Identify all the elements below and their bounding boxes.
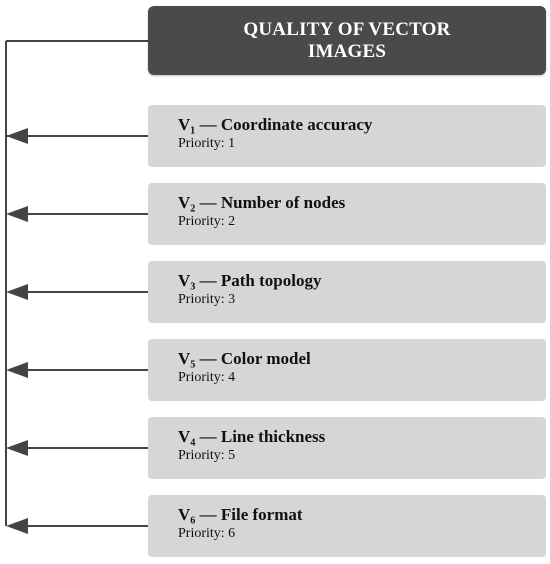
- item-box-1: V₁ — Coordinate accuracy Priority: 1: [148, 105, 546, 167]
- item-label: V₃ — Path topology: [178, 271, 322, 290]
- arrow-1: [6, 128, 148, 144]
- item-priority: Priority: 2: [178, 214, 236, 229]
- diagram-title-box: QUALITY OF VECTOR IMAGES: [148, 6, 546, 75]
- arrow-4: [6, 362, 148, 378]
- item-box-3: V₃ — Path topology Priority: 3: [148, 261, 546, 323]
- item-label: V₁ — Coordinate accuracy: [178, 115, 373, 134]
- item-box-5: V₄ — Line thickness Priority: 5: [148, 417, 546, 479]
- item-priority: Priority: 5: [178, 448, 236, 463]
- arrow-6: [6, 518, 148, 534]
- item-label: V₅ — Color model: [178, 349, 311, 368]
- item-priority: Priority: 6: [178, 526, 236, 541]
- item-label: V₄ — Line thickness: [178, 427, 326, 446]
- item-box-2: V₂ — Number of nodes Priority: 2: [148, 183, 546, 245]
- item-box-6: V₆ — File format Priority: 6: [148, 495, 546, 557]
- arrow-3: [6, 284, 148, 300]
- item-priority: Priority: 1: [178, 136, 236, 151]
- item-box-4: V₅ — Color model Priority: 4: [148, 339, 546, 401]
- item-label: V₂ — Number of nodes: [178, 193, 346, 212]
- arrow-5: [6, 440, 148, 456]
- diagram-title: QUALITY OF VECTOR IMAGES: [243, 18, 451, 62]
- arrow-2: [6, 206, 148, 222]
- item-priority: Priority: 4: [178, 370, 236, 385]
- item-label: V₆ — File format: [178, 505, 303, 524]
- item-priority: Priority: 3: [178, 292, 236, 307]
